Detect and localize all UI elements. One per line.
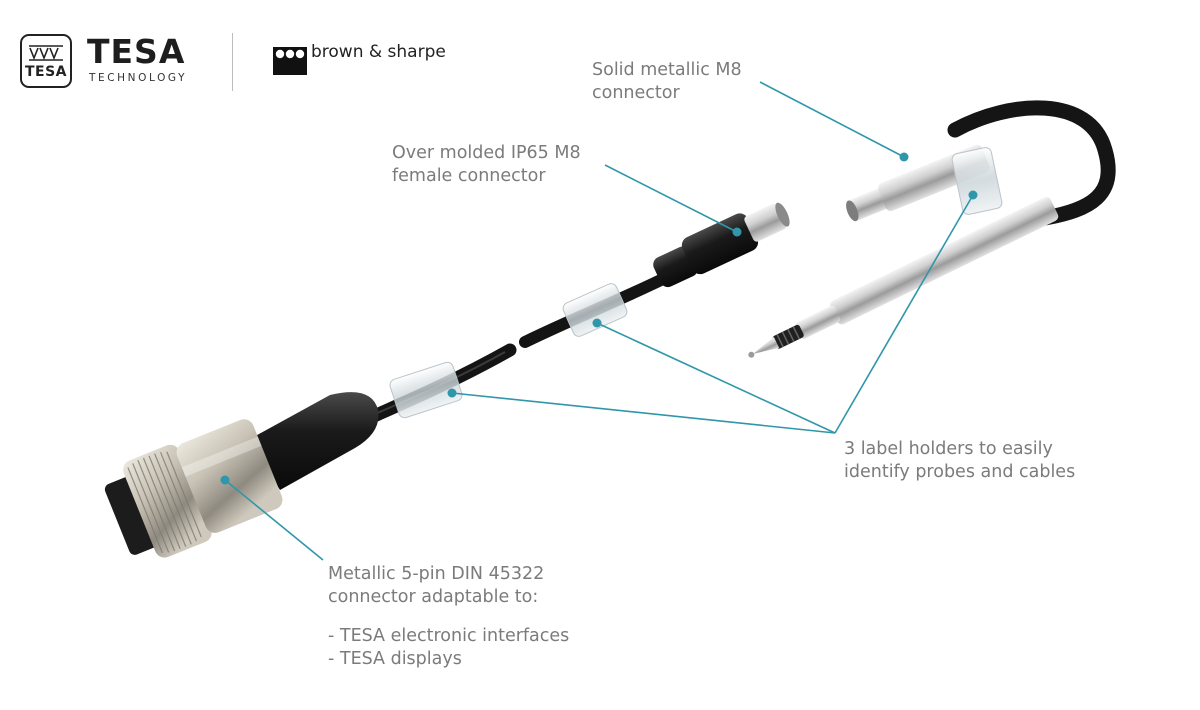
m8-female-connector bbox=[653, 202, 790, 288]
note-overmolded-m8: Over molded IP65 M8 female connector bbox=[392, 142, 581, 188]
probe-loop-cable bbox=[947, 100, 1116, 226]
din-boot bbox=[248, 392, 379, 490]
tesa-logo-subtitle: TECHNOLOGY bbox=[89, 72, 188, 84]
probe-body bbox=[748, 196, 1059, 358]
note-label-holders: 3 label holders to easily identify probe… bbox=[844, 438, 1075, 484]
leader-label-holder-3 bbox=[834, 194, 974, 434]
leader-din bbox=[224, 479, 324, 561]
note-solid-m8: Solid metallic M8 connector bbox=[592, 59, 742, 105]
leader-overmolded-m8 bbox=[604, 164, 738, 233]
list-item: - TESA electronic interfaces bbox=[328, 626, 570, 646]
brown-sharpe-logo-text: brown & sharpe bbox=[311, 42, 446, 62]
leader-label-holder-1 bbox=[451, 392, 836, 434]
label-holder-2 bbox=[562, 283, 628, 337]
note-line: Metallic 5-pin DIN 45322 bbox=[328, 564, 545, 584]
leader-dots bbox=[220, 152, 978, 485]
note-line: female connector bbox=[392, 166, 546, 186]
logo-divider bbox=[232, 33, 233, 91]
note-line: identify probes and cables bbox=[844, 462, 1076, 482]
leader-lines bbox=[224, 81, 974, 561]
note-line: Solid metallic M8 bbox=[592, 60, 742, 80]
brown-sharpe-icon bbox=[273, 47, 307, 75]
list-item: - TESA displays bbox=[328, 649, 462, 669]
note-line: Over molded IP65 M8 bbox=[392, 143, 581, 163]
tesa-badge-icon: TESA bbox=[20, 34, 72, 88]
label-holder-3 bbox=[951, 147, 1003, 215]
tesa-logo-text: TESA bbox=[87, 32, 186, 71]
tesa-badge-text: TESA bbox=[24, 64, 68, 80]
note-line: 3 label holders to easily bbox=[844, 439, 1053, 459]
leader-solid-m8 bbox=[759, 81, 905, 158]
note-line: connector bbox=[592, 83, 680, 103]
label-holder-1 bbox=[389, 361, 463, 419]
leader-label-holder-2 bbox=[596, 322, 836, 434]
compatibility-list: - TESA electronic interfaces - TESA disp… bbox=[328, 625, 569, 671]
note-din-connector: Metallic 5-pin DIN 45322 connector adapt… bbox=[328, 563, 569, 671]
note-line: connector adaptable to: bbox=[328, 587, 539, 607]
